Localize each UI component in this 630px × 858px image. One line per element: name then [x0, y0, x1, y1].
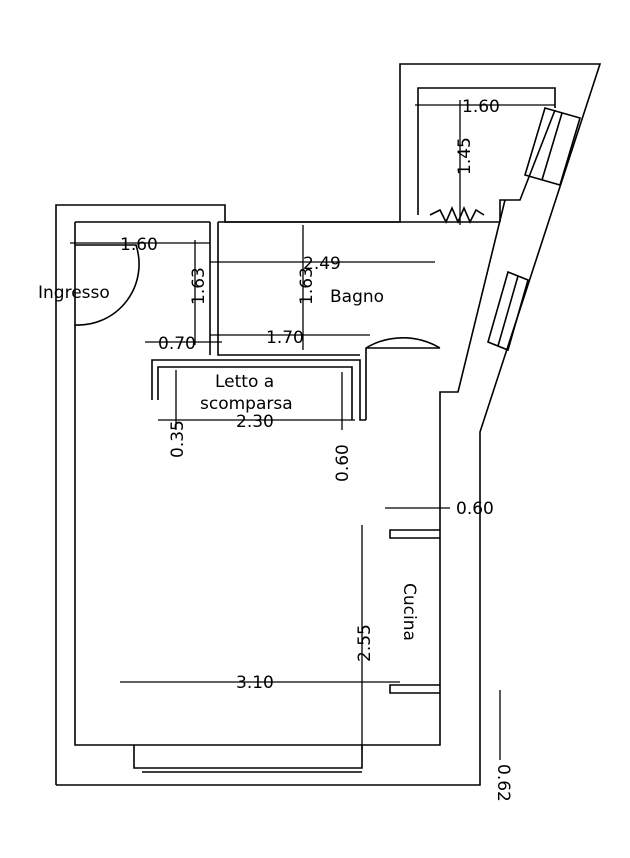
top-room-right — [499, 109, 556, 222]
dim-letto-left: 0.35 — [168, 420, 188, 458]
inner-wall — [74, 325, 441, 746]
cucina-counter-bottom — [389, 684, 440, 694]
label-ingresso: Ingresso — [38, 283, 110, 303]
letto-niche-inner — [157, 366, 353, 420]
dim-bagno-bottom: 1.70 — [266, 328, 304, 348]
label-letto-line2: scomparsa — [200, 394, 293, 414]
dim-top-width: 1.60 — [462, 97, 500, 117]
bagno-right — [439, 199, 506, 420]
dim-bagno-height: 1.63 — [297, 267, 317, 305]
dim-living-width: 3.10 — [236, 673, 274, 693]
window-upper — [524, 107, 581, 186]
window-lower-glass — [497, 275, 519, 347]
break-line — [429, 205, 485, 225]
dim-corridor: 0.70 — [158, 334, 196, 354]
letto-niche — [151, 359, 366, 421]
dim-ingresso-width: 1.60 — [120, 235, 158, 255]
window-upper-glass — [541, 112, 563, 181]
cucina-counter-top — [389, 529, 440, 539]
dim-ingresso-height: 1.63 — [189, 267, 209, 305]
balcony — [133, 745, 363, 769]
dim-wall: 0.62 — [493, 764, 513, 802]
label-letto-line1: Letto a — [215, 372, 274, 392]
dim-letto-right: 0.60 — [333, 444, 353, 482]
dim-top-height: 1.45 — [455, 137, 475, 175]
bagno-wall — [217, 222, 360, 356]
dim-cucina-depth: 0.60 — [456, 499, 494, 519]
outer-wall — [55, 63, 602, 786]
window-lower — [487, 270, 529, 352]
label-bagno: Bagno — [330, 287, 384, 307]
dim-cucina-length: 2.55 — [355, 624, 375, 662]
entrance-door — [74, 244, 140, 326]
bagno-door — [365, 337, 441, 420]
label-cucina: Cucina — [399, 583, 419, 641]
dim-letto-width: 2.30 — [236, 412, 274, 432]
top-room-wall — [417, 87, 556, 215]
dim-bagno-width: 2.49 — [303, 254, 341, 274]
